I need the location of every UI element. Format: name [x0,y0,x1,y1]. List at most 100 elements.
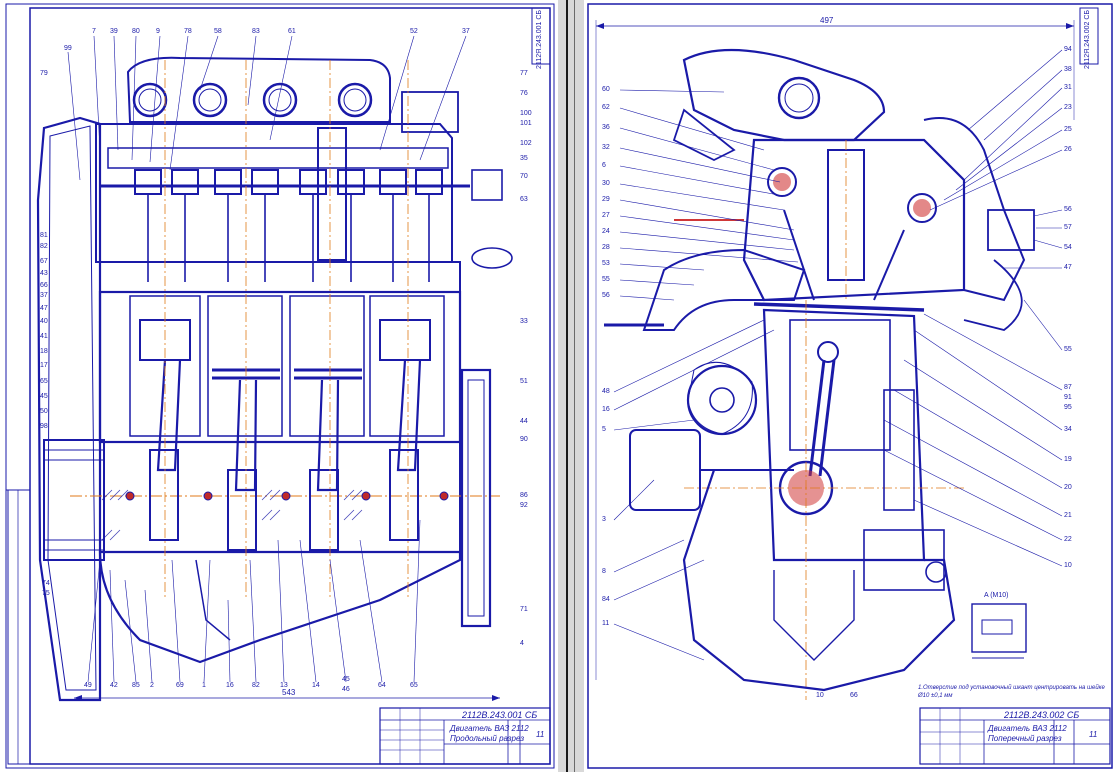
part-label: 100 [520,110,532,117]
longitudinal-drawing [5,3,555,769]
part-label: 71 [520,606,528,613]
part-label: 43 [40,270,48,277]
part-label: 19 [1064,456,1072,463]
part-label: 24 [602,228,610,235]
part-label: 23 [1064,104,1072,111]
title-block-sheet-number: 11 [1089,730,1098,739]
part-label: 5 [602,426,606,433]
part-label: 86 [520,492,528,499]
part-label: 92 [520,502,528,509]
part-label: 55 [602,276,610,283]
part-label: 99 [64,45,72,52]
part-label: 40 [40,318,48,325]
width-dimension: 497 [820,16,834,25]
corner-stamp-code: 2112Я.243.002 СБ [1084,10,1091,69]
part-label: 46 [342,686,350,693]
part-label: 16 [602,406,610,413]
part-label: 95 [1064,404,1072,411]
part-label: 29 [602,196,610,203]
part-label: 69 [176,682,184,689]
part-label: 36 [602,124,610,131]
part-label: 31 [1064,84,1072,91]
title-block-name: Двигатель ВАЗ 2112 [450,724,529,733]
part-label: 16 [226,682,234,689]
part-label: 20 [1064,484,1072,491]
part-label: 65 [40,378,48,385]
part-label: 6 [602,162,606,169]
title-block-name: Двигатель ВАЗ 2112 [988,724,1067,733]
part-label: 70 [520,173,528,180]
sheet-transverse-section: 60 62 36 32 6 30 29 27 24 28 53 55 56 48… [584,0,1117,772]
part-label: 63 [520,196,528,203]
title-block-sub: Поперечный разрез [988,734,1062,743]
title-block-code: 2112В.243.002 СБ [1004,710,1080,720]
corner-stamp-code: 2112Я.243.001 СБ [536,10,543,69]
part-label: 37 [40,292,48,299]
title-block-sheet-number: 11 [536,730,545,739]
part-label: 83 [252,28,260,35]
part-label: 28 [602,244,610,251]
part-label: 44 [520,418,528,425]
part-label: 55 [1064,346,1072,353]
part-label: 94 [1064,46,1072,53]
part-label: 39 [110,28,118,35]
part-label: 10 [1064,562,1072,569]
part-label: 76 [520,90,528,97]
part-label: 66 [40,282,48,289]
part-label: 35 [520,155,528,162]
part-label: 38 [1064,66,1072,73]
part-label: 80 [132,28,140,35]
part-label: 84 [602,596,610,603]
sheet-gutter [558,0,584,772]
part-label: 52 [410,28,418,35]
drawing-note: 1.Отверстие под установочный шкант центр… [918,685,1105,699]
part-label: 47 [1064,264,1072,271]
part-label: 25 [1064,126,1072,133]
part-label: 81 [40,232,48,239]
part-label: 3 [602,516,606,523]
part-label: 61 [288,28,296,35]
part-label: 50 [40,408,48,415]
part-label: 101 [520,120,532,127]
part-label: 9 [156,28,160,35]
part-label: 98 [40,423,48,430]
part-label: 4 [520,640,524,647]
part-label: 45 [342,676,350,683]
part-label: 77 [520,70,528,77]
part-label: 34 [1064,426,1072,433]
title-block-sub: Продольный разрез [450,734,525,743]
part-label: 47 [40,305,48,312]
part-label: 90 [520,436,528,443]
part-label: 57 [1064,224,1072,231]
part-label: 82 [252,682,260,689]
part-label: 42 [110,682,118,689]
part-label: 22 [1064,536,1072,543]
part-label: 27 [602,212,610,219]
part-label: 79 [40,70,48,77]
width-dimension: 543 [282,688,296,697]
part-label: 1 [202,682,206,689]
part-label: 102 [520,140,532,147]
part-label: 74 [42,580,50,587]
part-label: 32 [602,144,610,151]
part-label: 91 [1064,394,1072,401]
part-label: 58 [214,28,222,35]
part-label: 37 [462,28,470,35]
part-label: 82 [40,243,48,250]
part-label: 21 [1064,512,1072,519]
part-label: 62 [602,104,610,111]
part-label: 11 [602,620,610,627]
part-label: 41 [40,333,48,340]
part-label: 75 [42,590,50,597]
part-label: 33 [520,318,528,325]
part-label: 60 [602,86,610,93]
part-label: 13 [280,682,288,689]
part-label: 87 [1064,384,1072,391]
part-label: 56 [602,292,610,299]
part-label: 26 [1064,146,1072,153]
title-block-code: 2112В.243.001 СБ [462,710,538,720]
part-label: 67 [40,258,48,265]
part-label: 51 [520,378,528,385]
part-label: 45 [40,393,48,400]
